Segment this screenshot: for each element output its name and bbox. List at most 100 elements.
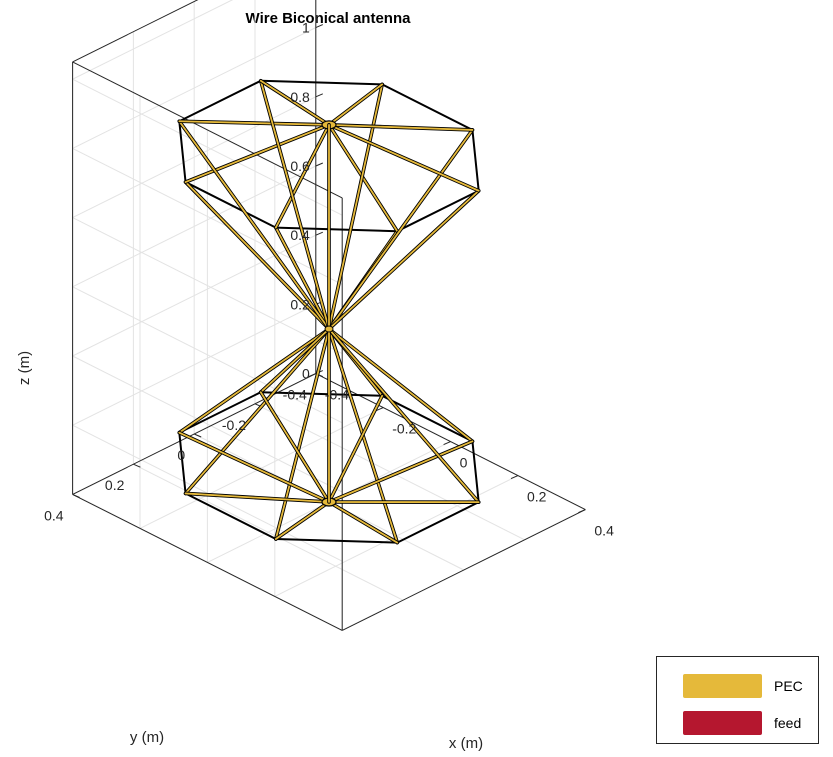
upper-apex-wire <box>274 123 330 229</box>
z-tick-label: 0.4 <box>290 227 310 243</box>
upper-cone-wire <box>328 129 474 330</box>
lower-apex-wire <box>184 492 330 503</box>
lower-cone-wire <box>328 328 480 504</box>
lower-apex-wire <box>274 501 330 540</box>
upper-rim-wire <box>178 120 187 184</box>
chart-title: Wire Biconical antenna <box>246 10 412 27</box>
wall-gridline-z <box>72 27 317 149</box>
lower-rim-wire <box>178 391 262 434</box>
upper-rim-wire <box>178 79 262 123</box>
x-tick-label: -0.2 <box>392 421 416 437</box>
lower-rim-wire <box>381 394 474 443</box>
z-axis-label: z (m) <box>16 351 33 385</box>
upper-rim-wire <box>471 128 480 192</box>
x-tick-mark <box>578 509 586 514</box>
antenna-wireframe <box>177 79 481 545</box>
x-tick-label: 0 <box>460 455 468 471</box>
legend-item-pec: PEC <box>683 673 803 699</box>
wall-gridline-z <box>72 217 343 355</box>
z-tick-mark <box>315 231 323 236</box>
upper-rim-wire <box>274 226 399 233</box>
z-tick-mark <box>315 24 323 29</box>
upper-apex-wire <box>328 83 384 126</box>
y-tick-mark <box>133 463 141 468</box>
upper-cone-wire <box>328 189 480 330</box>
upper-apex-wire <box>178 120 330 126</box>
x-tick-mark <box>308 373 316 378</box>
z-tick-mark <box>315 162 323 167</box>
lower-apex-wire <box>328 394 384 503</box>
x-axis-label: x (m) <box>449 735 483 752</box>
upper-cone-wire <box>259 79 330 330</box>
wall-gridline-z <box>72 303 317 426</box>
legend: PEC feed <box>656 656 819 744</box>
wall-gridline-z <box>72 78 343 216</box>
lower-rim-wire <box>274 537 399 544</box>
z-tick-label: 0.6 <box>290 158 310 174</box>
lower-cone-wire <box>178 328 330 434</box>
lower-rim-wire <box>396 501 480 544</box>
y-tick-label: 0 <box>177 447 185 463</box>
y-tick-label: -0.4 <box>283 387 307 403</box>
x-tick-mark <box>376 407 384 412</box>
x-tick-label: 0.2 <box>527 489 547 505</box>
floor-gridline-y <box>254 403 525 541</box>
wall-gridline-z <box>72 0 234 80</box>
upper-rim-wire <box>396 189 480 233</box>
legend-item-feed: feed <box>683 710 801 736</box>
upper-cone-wire <box>178 120 330 330</box>
lower-cone-wire <box>274 328 330 540</box>
upper-rim-wire <box>184 181 277 229</box>
lower-apex-wire <box>328 440 474 503</box>
upper-cone-wire <box>274 226 330 330</box>
axes-edge <box>72 493 343 631</box>
lower-rim-wire <box>178 431 187 495</box>
y-axis-label: y (m) <box>130 729 164 746</box>
lower-apex-wire <box>259 391 330 503</box>
z-tick-label: 1 <box>302 20 310 36</box>
feed-label: feed <box>774 715 802 731</box>
wall-gridline-z <box>72 355 343 493</box>
y-tick-label: 0.2 <box>105 477 125 493</box>
lower-apex-wire <box>178 431 330 503</box>
y-tick-mark <box>72 493 80 498</box>
pec-swatch <box>683 674 762 698</box>
lower-cone-wire <box>259 328 330 394</box>
z-tick-label: 0.2 <box>290 296 310 312</box>
floor-gridline-y <box>133 463 404 601</box>
x-tick-label: -0.4 <box>325 387 349 403</box>
axes-edge <box>341 509 586 631</box>
upper-apex-wire <box>259 79 330 126</box>
y-tick-label: 0.4 <box>44 507 64 523</box>
lower-cone-wire <box>328 328 474 443</box>
pec-label: PEC <box>774 678 803 694</box>
z-tick-mark <box>315 93 323 98</box>
wall-gridline-z <box>72 286 343 424</box>
upper-rim-wire <box>259 79 384 86</box>
y-tick-label: -0.2 <box>222 417 246 433</box>
z-tick-label: 0.8 <box>290 89 310 105</box>
lower-apex-wire <box>328 501 399 544</box>
upper-apex-wire <box>184 123 330 183</box>
y-tick-mark <box>194 433 202 438</box>
wall-gridline-z <box>72 165 317 288</box>
upper-rim-wire <box>381 83 474 131</box>
wall-gridline-z <box>72 147 343 285</box>
lower-rim-wire <box>471 440 480 504</box>
axes-edge <box>72 0 199 63</box>
x-tick-mark <box>443 441 451 446</box>
lower-cone-wire <box>184 328 330 495</box>
x-tick-mark <box>510 475 519 480</box>
tick-labels: 00.20.40.60.811.2-0.4-0.200.20.4-0.4-0.2… <box>44 20 614 539</box>
upper-cone-wire <box>184 181 330 330</box>
lower-rim-wire <box>184 492 277 540</box>
lower-rim-wire <box>259 391 384 397</box>
feed-point <box>324 325 334 333</box>
upper-apex-wire <box>328 123 480 192</box>
axes-edge <box>72 61 343 199</box>
z-tick-label: 0 <box>302 366 310 382</box>
feed-swatch <box>683 711 762 735</box>
wall-gridline-z <box>72 96 317 219</box>
x-tick-label: 0.4 <box>594 523 614 539</box>
